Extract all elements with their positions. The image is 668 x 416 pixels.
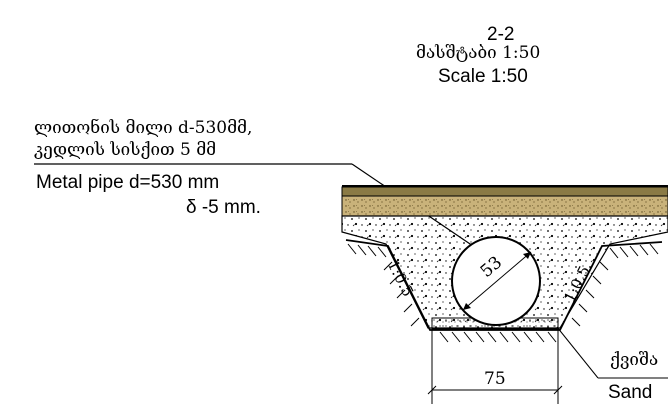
section-label: 2-2 <box>487 24 515 45</box>
sand-label-georgian: ქვიშა <box>610 350 659 370</box>
pipe-note-georgian-line2: კედლის სისქით 5 მმ <box>34 140 217 160</box>
scale-label-english: Scale 1:50 <box>438 66 528 87</box>
pipe-note-georgian-line1: ლითონის მილი d-530მმ, <box>34 118 253 138</box>
pipe-note-english-line1: Metal pipe d=530 mm <box>36 172 220 193</box>
sand-label-english: Sand <box>608 382 653 403</box>
pipe-note-english-line2: δ -5 mm. <box>186 197 261 218</box>
pavement-base-layer <box>341 195 668 217</box>
ground-hatch-left <box>347 243 420 327</box>
bottom-width-label: 75 <box>484 369 506 389</box>
sand-leader-line <box>556 326 599 379</box>
bottom-width-dimension <box>427 330 563 404</box>
metal-pipe <box>451 236 541 326</box>
trench-left-wall <box>345 239 663 331</box>
scale-label-georgian: მასშტაბი 1:50 <box>416 43 541 63</box>
pipe-diameter-line <box>462 251 532 311</box>
ground-hatch-right <box>571 243 659 327</box>
ground-hatch-bottom <box>439 331 557 343</box>
pavement-top-layer <box>341 186 668 197</box>
